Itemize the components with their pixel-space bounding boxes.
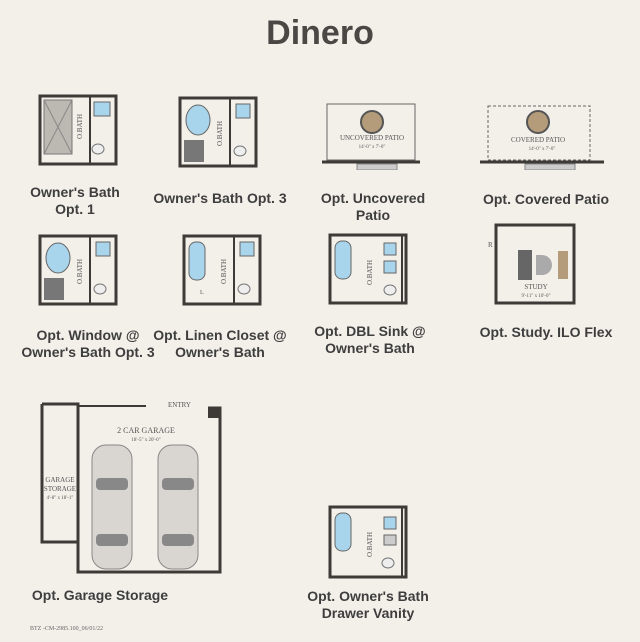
svg-text:R: R <box>488 241 493 249</box>
svg-text:14'-0" x 7'-0": 14'-0" x 7'-0" <box>529 147 556 152</box>
window-bath-opt3-plan: O.BATH <box>38 234 118 306</box>
svg-text:COVERED PATIO: COVERED PATIO <box>511 136 565 144</box>
option-label-study: Opt. Study. ILO Flex <box>479 324 613 340</box>
svg-text:ENTRY: ENTRY <box>168 401 191 409</box>
svg-text:2 CAR GARAGE: 2 CAR GARAGE <box>117 426 175 435</box>
svg-text:14'-0" x 7'-0": 14'-0" x 7'-0" <box>359 145 386 150</box>
svg-text:18'-5" x 20'-0": 18'-5" x 20'-0" <box>131 438 160 443</box>
option-label-dbl-sink: Opt. DBL Sink @Owner's Bath <box>314 323 426 356</box>
footer-code: BTZ -CM-2985.100_06/01/22 <box>30 626 103 632</box>
uncovered-patio-plan: UNCOVERED PATIO 14'-0" x 7'-0" <box>322 103 420 170</box>
svg-text:O.BATH: O.BATH <box>366 260 374 285</box>
dbl-sink-bath-plan: O.BATH <box>328 233 408 305</box>
owners-bath-opt3-plan: O.BATH <box>178 96 258 168</box>
car-right <box>157 444 199 570</box>
page-title: Dinero <box>266 14 374 52</box>
svg-text:O.BATH: O.BATH <box>216 121 224 146</box>
svg-text:O.BATH: O.BATH <box>220 259 228 284</box>
svg-text:O.BATH: O.BATH <box>366 532 374 557</box>
svg-text:STUDY: STUDY <box>524 283 547 291</box>
svg-text:GARAGE: GARAGE <box>45 476 74 484</box>
study-plan: R STUDY 9'-11" x 10'-0" <box>488 223 576 305</box>
svg-text:4'-8" x 18'-1": 4'-8" x 18'-1" <box>47 496 74 501</box>
svg-text:STORAGE: STORAGE <box>44 485 76 493</box>
svg-text:L: L <box>200 290 204 296</box>
car-left <box>91 444 133 570</box>
linen-closet-bath-plan: L O.BATH <box>182 234 262 306</box>
svg-text:O.BATH: O.BATH <box>76 259 84 284</box>
option-label-owners-bath-opt3: Owner's Bath Opt. 3 <box>153 190 287 206</box>
covered-patio-plan: COVERED PATIO 14'-0" x 7'-0" <box>480 105 604 170</box>
option-label-linen-closet: Opt. Linen Closet @Owner's Bath <box>153 327 287 360</box>
option-label-garage-storage: Opt. Garage Storage <box>31 587 169 603</box>
drawer-vanity-bath-plan: O.BATH <box>328 505 408 579</box>
option-label-window-bath-opt3: Opt. Window @Owner's Bath Opt. 3 <box>21 327 155 360</box>
svg-text:9'-11" x 10'-0": 9'-11" x 10'-0" <box>521 294 550 299</box>
plan-room-label: O.BATH <box>76 114 84 139</box>
garage-storage-plan: ENTRY 2 CAR GARAGE 18'-5" x 20'-0" GARAG… <box>40 401 222 574</box>
option-label-covered-patio: Opt. Covered Patio <box>482 191 610 207</box>
owners-bath-opt1-plan: O.BATH <box>38 94 118 166</box>
svg-text:UNCOVERED PATIO: UNCOVERED PATIO <box>340 134 404 142</box>
